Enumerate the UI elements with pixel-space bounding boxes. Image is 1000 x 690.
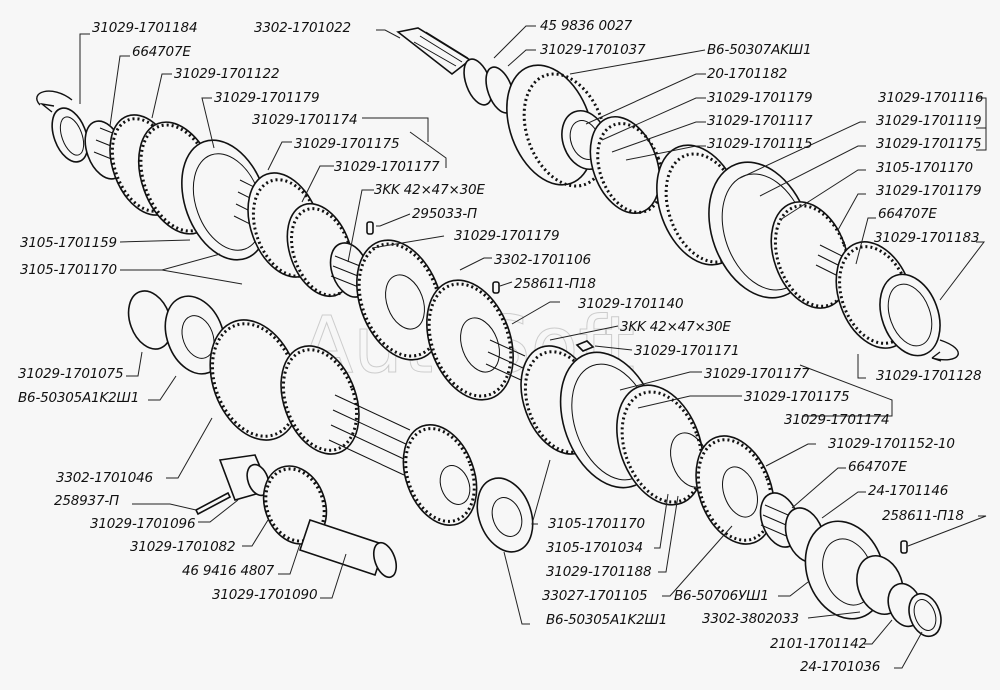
label-31029-1701179-d: 31029-1701179 (876, 183, 981, 199)
label-31029-1701090: 31029-1701090 (212, 587, 317, 603)
label-24-1701036: 24-1701036 (800, 659, 880, 675)
gear-3rd (426, 279, 526, 401)
reverse-idler-gear (262, 465, 398, 579)
label-31029-1701174-b: 31029-1701174 (784, 412, 889, 428)
label-31029-1701175-c: 31029-1701175 (876, 136, 981, 152)
label-20-1701182: 20-1701182 (707, 66, 787, 82)
label-3KK-42x47x30E-b: 3KK 42×47×30E (620, 319, 731, 335)
label-24-1701146: 24-1701146 (868, 483, 948, 499)
pin-258611-bottom (900, 540, 908, 554)
pin-258611-top (492, 281, 500, 294)
gear-right-cluster (770, 201, 941, 357)
lock-ring-left (51, 107, 89, 163)
label-295033-P: 295033-П (412, 206, 477, 222)
input-shaft (396, 27, 515, 114)
label-31029-1701152-10: 31029-1701152-10 (828, 436, 955, 452)
rotation-arrow-left (36, 90, 73, 106)
label-31029-1701119: 31029-1701119 (876, 113, 981, 129)
label-31029-1701179-a: 31029-1701179 (214, 90, 319, 106)
label-31029-1701128: 31029-1701128 (876, 368, 981, 384)
label-258611-P18-b: 258611-П18 (882, 508, 964, 524)
label-31029-1701177-a: 31029-1701177 (334, 159, 440, 175)
label-31029-1701122: 31029-1701122 (174, 66, 279, 82)
synchronizer-center (520, 345, 710, 506)
rotation-arrow-right (931, 339, 959, 361)
label-31029-1701075: 31029-1701075 (18, 366, 123, 382)
label-B6-50305A1K2Sh1-a: B6-50305A1K2Ш1 (18, 390, 139, 406)
label-B6-50307AKSh1: B6-50307AKШ1 (707, 42, 811, 58)
label-31029-1701140: 31029-1701140 (578, 296, 683, 312)
label-3105-1701159: 3105-1701159 (20, 235, 117, 251)
label-3302-3802033: 3302-3802033 (702, 611, 799, 627)
label-3302-1701046: 3302-1701046 (56, 470, 153, 486)
label-31029-1701117: 31029-1701117 (707, 113, 813, 129)
label-3302-1701022: 3302-1701022 (254, 20, 351, 36)
label-664707E-c: 664707E (848, 459, 907, 475)
label-3105-1701034: 3105-1701034 (546, 540, 643, 556)
label-B6-50706USh1: B6-50706УШ1 (674, 588, 769, 604)
bearing-countershaft-front (164, 295, 226, 375)
countershaft-gear-block (209, 319, 478, 527)
label-31029-1701116: 31029-1701116 (878, 90, 983, 106)
label-3KK-42x47x30E-a: 3KK 42×47×30E (374, 182, 485, 198)
part-labels: 31029-1701184 664707E 31029-1701122 3102… (18, 18, 984, 675)
pin-295033 (366, 221, 374, 235)
gear-2nd (356, 239, 444, 361)
label-3302-1701106: 3302-1701106 (494, 252, 591, 268)
bearing-countershaft-rear (476, 477, 534, 553)
label-45-9836-0027: 45 9836 0027 (540, 18, 633, 34)
label-258937-P: 258937-П (54, 493, 119, 509)
gear-5th (695, 435, 775, 545)
label-31029-1701175-a: 31029-1701175 (294, 136, 399, 152)
label-31029-1701184: 31029-1701184 (92, 20, 197, 36)
label-31029-1701096: 31029-1701096 (90, 516, 195, 532)
label-46-9416-4807: 46 9416 4807 (182, 563, 275, 579)
pin-258937 (194, 491, 232, 516)
label-31029-1701177-b: 31029-1701177 (704, 366, 810, 382)
label-664707E-b: 664707E (878, 206, 937, 222)
key-31029-1701171 (575, 340, 595, 352)
label-3105-1701170-c: 3105-1701170 (548, 516, 645, 532)
label-31029-1701188: 31029-1701188 (546, 564, 651, 580)
label-31029-1701179-b: 31029-1701179 (454, 228, 559, 244)
label-31029-1701171: 31029-1701171 (634, 343, 739, 359)
label-31029-1701115: 31029-1701115 (707, 136, 812, 152)
label-31029-1701037: 31029-1701037 (540, 42, 646, 58)
label-31029-1701174-a: 31029-1701174 (252, 112, 357, 128)
leader-lines (79, 25, 987, 669)
label-3105-1701170-a: 3105-1701170 (20, 262, 117, 278)
label-31029-1701175-b: 31029-1701175 (744, 389, 849, 405)
label-31029-1701082: 31029-1701082 (130, 539, 235, 555)
label-31029-1701179-c: 31029-1701179 (707, 90, 812, 106)
input-gear-bearing (506, 64, 609, 188)
label-33027-1701105: 33027-1701105 (542, 588, 647, 604)
rear-spacers (856, 555, 942, 638)
label-258611-P18-a: 258611-П18 (514, 276, 596, 292)
label-3105-1701170-b: 3105-1701170 (876, 160, 973, 176)
label-31029-1701183: 31029-1701183 (874, 230, 979, 246)
label-2101-1701142: 2101-1701142 (770, 636, 867, 652)
label-B6-50305A1K2Sh1-b: B6-50305A1K2Ш1 (546, 612, 667, 628)
label-664707E-a: 664707E (132, 44, 191, 60)
